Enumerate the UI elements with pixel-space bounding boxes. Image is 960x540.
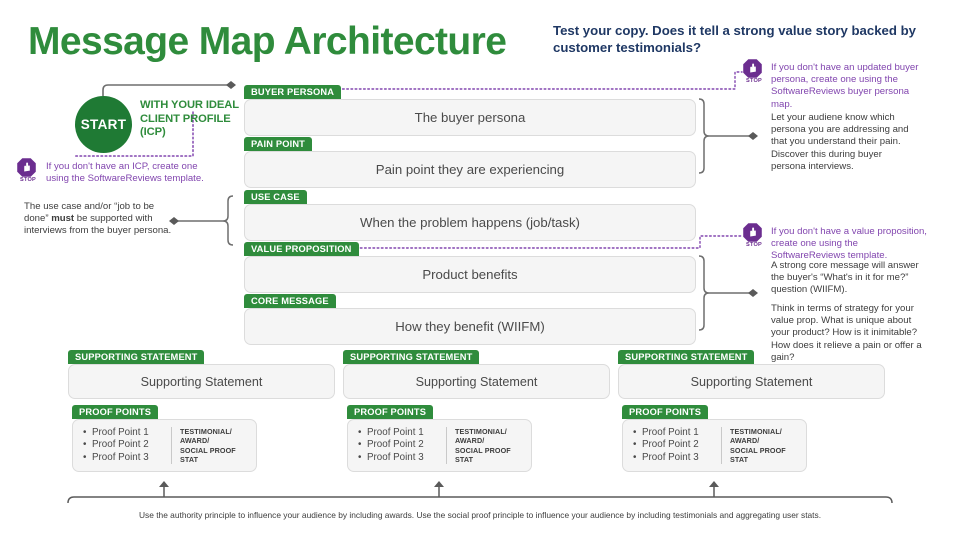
proof-box-3[interactable]: •Proof Point 1 •Proof Point 2 •Proof Poi… (622, 419, 807, 472)
sup-tag-1: SUPPORTING STATEMENT (68, 350, 205, 364)
row-tag-core-message: CORE MESSAGE (244, 294, 336, 308)
proof-tag-1: PROOF POINTS (72, 405, 159, 419)
note-right-buyer-persona: If you don't have an updated buyer perso… (771, 62, 919, 110)
row-tag-pain-point: PAIN POINT (244, 137, 313, 151)
footer-caption: Use the authority principle to influence… (138, 510, 822, 520)
proof-divider (446, 427, 447, 464)
row-tag-use-case: USE CASE (244, 190, 307, 204)
proof-divider (171, 427, 172, 464)
proof-point-list: •Proof Point 1 •Proof Point 2 •Proof Poi… (358, 426, 424, 463)
stop-caption: STOP (746, 242, 762, 248)
note-right-core-message: A strong core message will answer the bu… (771, 260, 919, 296)
row-box-core-message[interactable]: How they benefit (WIIFM) (244, 308, 696, 345)
testimonial-label-1: TESTIMONIAL/ AWARD/ SOCIAL PROOF STAT (180, 426, 236, 464)
testimonial-label-3: TESTIMONIAL/ AWARD/ SOCIAL PROOF STAT (730, 426, 786, 464)
stop-icon-left: STOP (16, 157, 40, 183)
stop-icon-right-bottom: STOP (742, 222, 766, 248)
proof-point-list: •Proof Point 1 •Proof Point 2 •Proof Poi… (633, 426, 699, 463)
sup-tag-3: SUPPORTING STATEMENT (618, 350, 755, 364)
note-right-value-prop: If you don't have a value proposition, c… (771, 226, 927, 262)
testimonial-label-2: TESTIMONIAL/ AWARD/ SOCIAL PROOF STAT (455, 426, 511, 464)
note-right-audience: Let your audiene know which persona you … (771, 112, 909, 172)
start-label: START (80, 117, 127, 132)
stop-sign-icon (743, 59, 762, 78)
stop-sign-icon (17, 158, 36, 177)
sup-box-3[interactable]: Supporting Statement (618, 364, 885, 399)
row-box-buyer-persona[interactable]: The buyer persona (244, 99, 696, 136)
stop-sign-icon (743, 223, 762, 242)
row-box-value-proposition[interactable]: Product benefits (244, 256, 696, 293)
note-right-strategy: Think in terms of strategy for your valu… (771, 303, 922, 363)
stop-caption: STOP (20, 177, 36, 183)
page-subtitle: Test your copy. Does it tell a strong va… (553, 23, 917, 55)
row-tag-buyer-persona: BUYER PERSONA (244, 85, 342, 99)
stop-caption: STOP (746, 78, 762, 84)
stop-icon-right-top: STOP (742, 58, 766, 84)
start-node[interactable]: START (75, 96, 132, 153)
proof-tag-2: PROOF POINTS (347, 405, 434, 419)
note-left-icp: If you don't have an ICP, create one usi… (46, 161, 204, 185)
proof-tag-3: PROOF POINTS (622, 405, 709, 419)
page-title: Message Map Architecture (28, 20, 507, 63)
row-box-pain-point[interactable]: Pain point they are experiencing (244, 151, 696, 188)
sup-tag-2: SUPPORTING STATEMENT (343, 350, 480, 364)
proof-box-1[interactable]: •Proof Point 1 •Proof Point 2 •Proof Poi… (72, 419, 257, 472)
row-tag-value-proposition: VALUE PROPOSITION (244, 242, 359, 256)
proof-point-list: •Proof Point 1 •Proof Point 2 •Proof Poi… (83, 426, 149, 463)
note-left-use-case-bold: must (51, 213, 75, 225)
row-box-use-case[interactable]: When the problem happens (job/task) (244, 204, 696, 241)
sup-box-1[interactable]: Supporting Statement (68, 364, 335, 399)
proof-box-2[interactable]: •Proof Point 1 •Proof Point 2 •Proof Poi… (347, 419, 532, 472)
proof-divider (721, 427, 722, 464)
icp-label: WITH YOUR IDEAL CLIENT PROFILE (ICP) (140, 99, 239, 138)
sup-box-2[interactable]: Supporting Statement (343, 364, 610, 399)
note-left-use-case: The use case and/or “job to be done” mus… (24, 201, 172, 237)
